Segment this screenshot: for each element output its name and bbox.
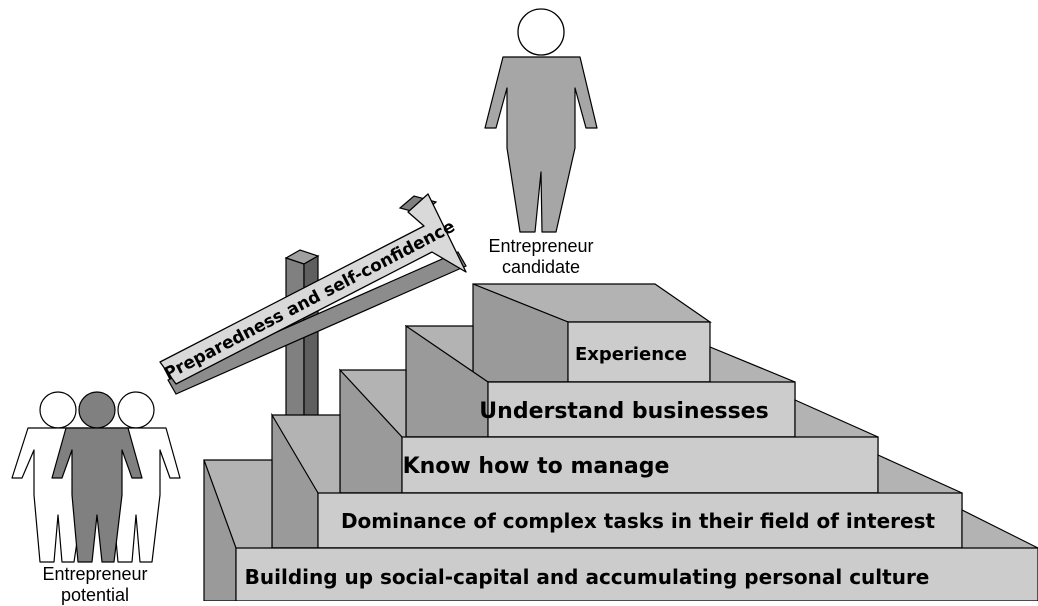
candidate-figure xyxy=(484,8,598,233)
step-label-dominance: Dominance of complex tasks in their fiel… xyxy=(341,509,936,533)
step-experience xyxy=(472,283,712,383)
person-right-head-icon xyxy=(117,391,155,429)
potential-figures xyxy=(11,391,181,563)
step-label-experience: Experience xyxy=(575,344,687,365)
candidate-label: Entrepreneur candidate xyxy=(466,236,616,278)
person-center-head-icon xyxy=(78,391,116,429)
step-understand-businesses xyxy=(404,324,796,438)
step-label-building-social-capital: Building up social-capital and accumulat… xyxy=(245,565,930,589)
candidate-label-line2: candidate xyxy=(501,257,581,277)
potential-label-line2: potential xyxy=(60,585,130,605)
candidate-body-icon xyxy=(484,56,598,233)
potential-label: Entrepreneur potential xyxy=(20,564,170,606)
step-know-how-to-manage xyxy=(339,368,879,494)
candidate-head-icon xyxy=(517,8,565,56)
potential-label-line1: Entrepreneur xyxy=(42,564,148,584)
step-label-know-how-to-manage: Know how to manage xyxy=(403,454,670,479)
step-label-understand-businesses: Understand businesses xyxy=(479,399,768,424)
candidate-label-line1: Entrepreneur xyxy=(488,236,594,256)
person-center-body-icon xyxy=(51,427,143,563)
person-left-head-icon xyxy=(39,391,77,429)
